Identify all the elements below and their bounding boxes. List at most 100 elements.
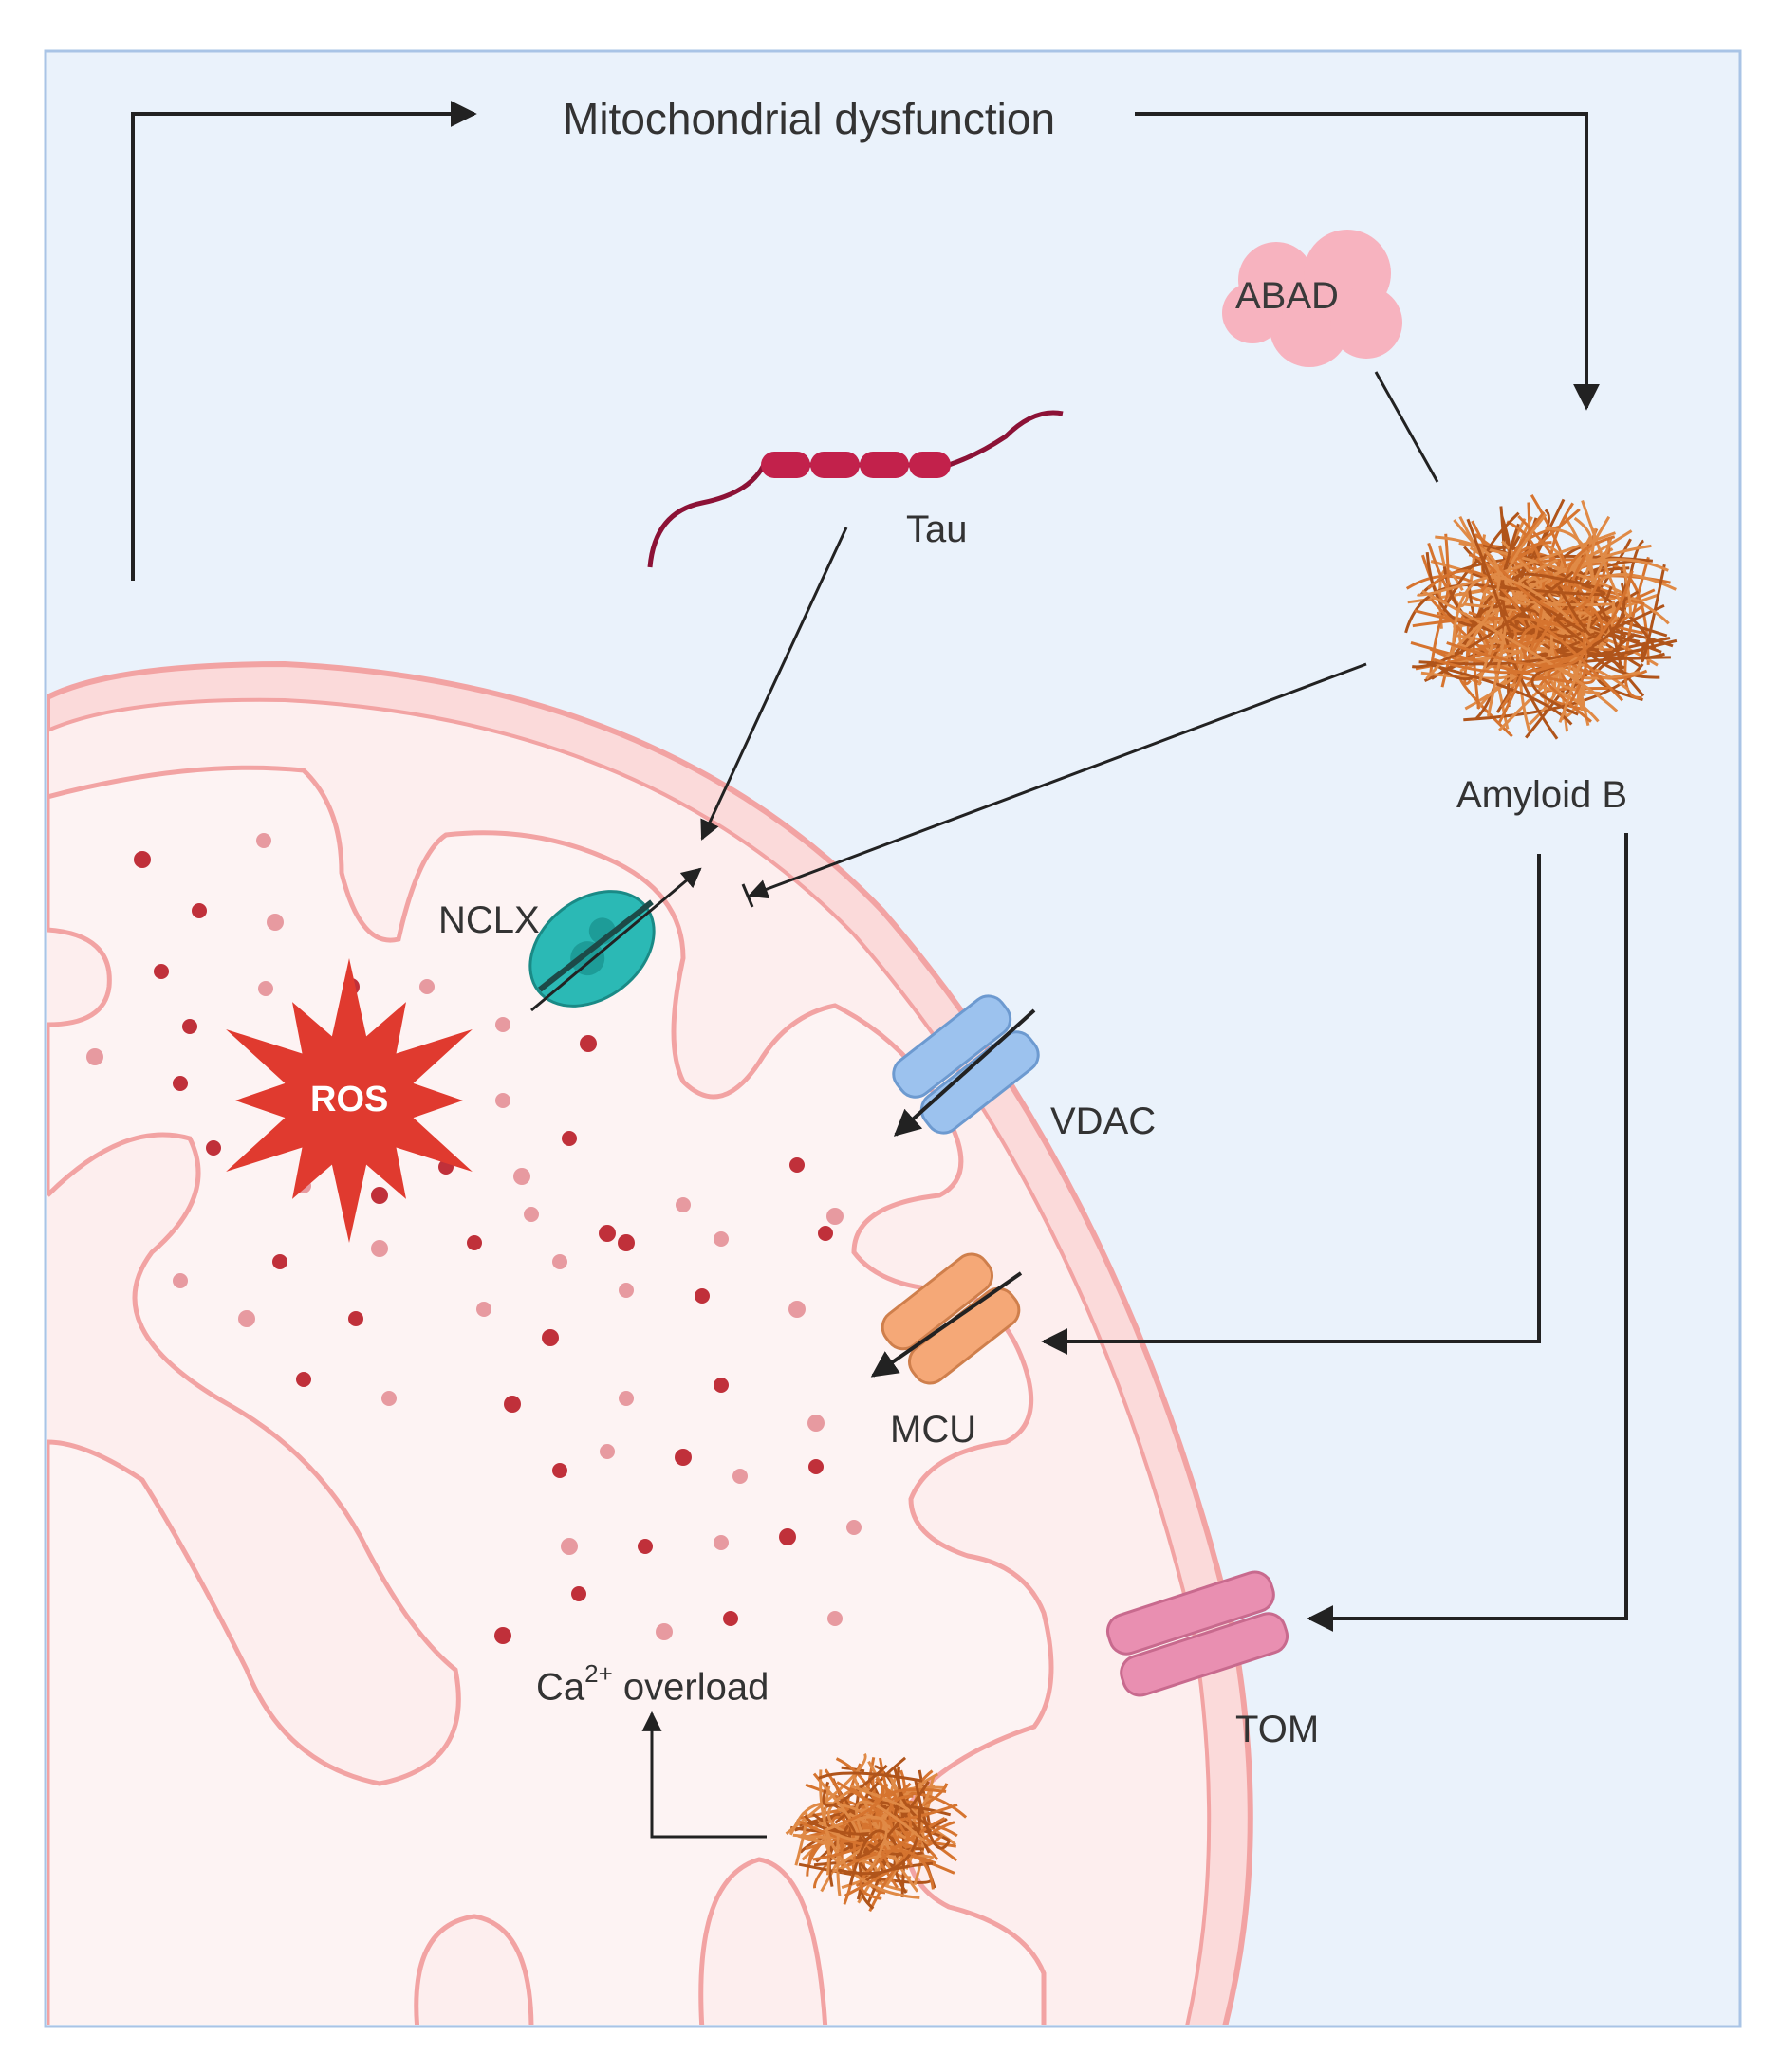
amyloid-strand: [798, 1862, 933, 1884]
label-calcium-overload: Ca2+ overload: [536, 1661, 769, 1709]
calcium-dot: [552, 1254, 567, 1269]
calcium-dot: [714, 1535, 729, 1550]
amyloid-strand: [1453, 519, 1616, 644]
calcium-dot: [542, 1329, 559, 1346]
feedback-left-arrow: [131, 101, 477, 581]
amyloid-strand: [1530, 656, 1671, 716]
amyloid-strand: [1509, 683, 1600, 723]
label-amyloid: Amyloid B: [1456, 774, 1628, 816]
label-ca-prefix: Ca: [536, 1666, 585, 1709]
amyloid-strand: [1425, 551, 1488, 628]
amyloid-strand: [848, 1829, 898, 1886]
calcium-dot: [619, 1391, 634, 1406]
amyloid-strand: [1410, 640, 1596, 685]
amyloid-strand: [1417, 531, 1617, 597]
calcium-dot: [827, 1611, 843, 1626]
crista-lower-right: [698, 1857, 828, 2025]
calcium-dot: [723, 1611, 738, 1626]
calcium-dot: [154, 964, 169, 979]
amyloid-strand: [1545, 527, 1595, 723]
calcium-dot: [134, 851, 151, 868]
amyloid-to-mcu-arrow: [1041, 854, 1541, 1355]
amyloid-strand: [1520, 620, 1598, 723]
tom-channel: [1105, 1570, 1289, 1697]
amyloid-strand: [818, 1771, 923, 1783]
calcium-dot: [296, 1372, 311, 1387]
amyloid-strand: [1552, 596, 1624, 674]
amyloid-strand: [824, 1768, 857, 1905]
tau-protein: [647, 410, 1064, 568]
amyloid-strand: [846, 1849, 935, 1890]
amyloid-strand: [1516, 525, 1645, 605]
amyloid-strand: [1501, 523, 1640, 634]
calcium-dot: [571, 1586, 586, 1601]
calcium-dot: [638, 1539, 653, 1554]
amyloid-aggregate-small: [785, 1752, 968, 1913]
calcium-dot: [656, 1623, 673, 1640]
calcium-dot: [371, 1240, 388, 1257]
calcium-dot: [779, 1528, 796, 1545]
amyloid-strand: [1514, 572, 1601, 633]
calcium-dot: [552, 1463, 567, 1478]
calcium-dot: [476, 1302, 491, 1317]
amyloid-strand: [797, 1834, 845, 1851]
ros-star: [226, 958, 473, 1243]
calcium-dot: [789, 1157, 805, 1173]
calcium-dot: [267, 914, 284, 931]
amyloid-strand: [914, 1779, 952, 1850]
calcium-dot: [348, 1311, 363, 1326]
label-tom: TOM: [1235, 1709, 1320, 1750]
inhibition-bar: [741, 883, 754, 908]
amyloid-strand: [1433, 643, 1501, 681]
calcium-dot: [807, 1415, 825, 1432]
calcium-dot: [256, 833, 271, 848]
calcium-dot: [675, 1449, 692, 1466]
abad-link-line: [1374, 371, 1439, 483]
crista-left-2: [47, 1132, 461, 1786]
amyloid-strand: [1523, 548, 1589, 661]
calcium-dot: [561, 1538, 578, 1555]
crista-bottom: [414, 1914, 534, 2025]
calcium-dot: [599, 1225, 616, 1242]
calcium-dot: [192, 903, 207, 918]
calcium-dot: [258, 981, 273, 996]
amyloid-strand: [1412, 570, 1574, 669]
amyloid-strand: [1427, 569, 1522, 614]
calcium-dots: [86, 833, 862, 1644]
amyloid-strand: [1511, 558, 1615, 607]
calcium-dot: [513, 1168, 530, 1185]
amyloid-strand: [1518, 579, 1648, 680]
calcium-dot: [467, 1235, 482, 1250]
calcium-dot: [419, 979, 435, 994]
calcium-dot: [788, 1301, 806, 1318]
calcium-dot: [238, 1310, 255, 1327]
amyloid-strand: [1435, 535, 1501, 648]
tau-to-nclx-arrow: [700, 527, 848, 841]
amyloid-strand: [1433, 570, 1634, 675]
vdac-arrow: [893, 1008, 1036, 1137]
mcu-arrow: [870, 1271, 1023, 1378]
amyloid-strand: [1478, 544, 1602, 614]
calcium-dot: [808, 1459, 824, 1474]
amyloid-strand: [836, 1831, 842, 1896]
amyloid-strand: [1466, 518, 1512, 637]
amyloid-to-calcium-arrow: [641, 1711, 767, 1839]
amyloid-strand: [785, 1752, 867, 1835]
amyloid-strand: [881, 1766, 912, 1879]
label-ca-superscript: 2+: [584, 1659, 613, 1688]
calcium-dot: [618, 1234, 635, 1251]
calcium-dot: [173, 1076, 188, 1091]
calcium-dot: [206, 1140, 221, 1156]
calcium-dot: [676, 1197, 691, 1212]
amyloid-strand: [1451, 575, 1575, 656]
calcium-dot: [524, 1207, 539, 1222]
calcium-dot: [846, 1520, 862, 1535]
amyloid-strand: [1430, 598, 1516, 659]
calcium-dot: [272, 1254, 287, 1269]
amyloid-strand: [1641, 564, 1666, 663]
calcium-dot: [182, 1019, 197, 1034]
amyloid-to-nclx-arrow: [748, 662, 1367, 899]
label-ros: ROS: [310, 1080, 389, 1119]
label-abad: ABAD: [1235, 275, 1339, 317]
